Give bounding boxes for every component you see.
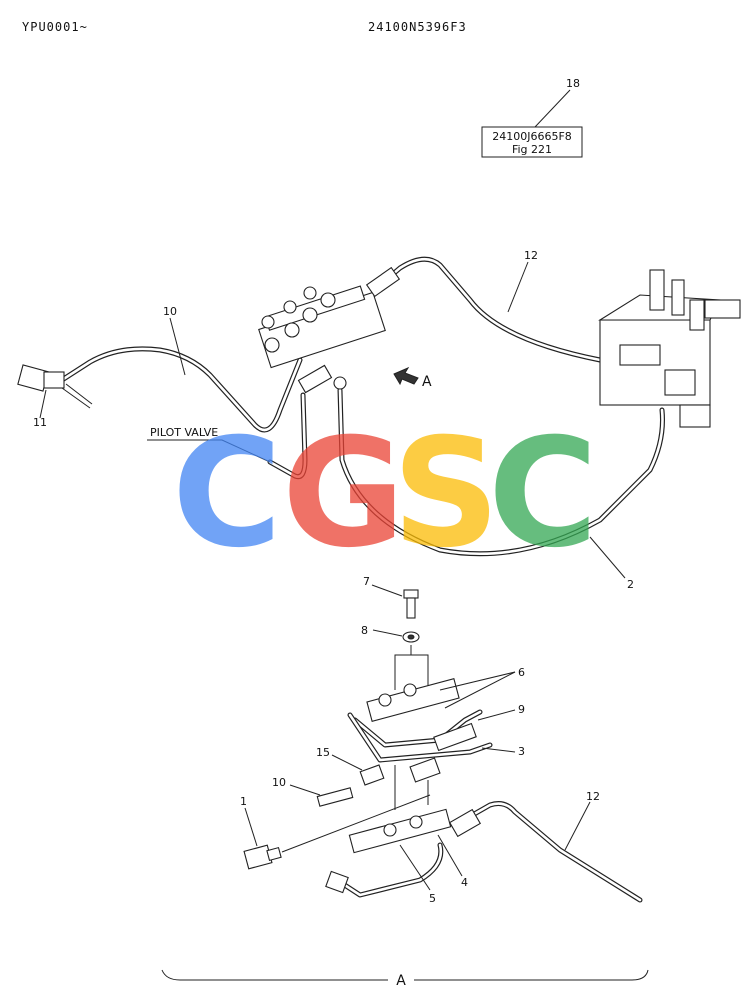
callout-12-lower: 12 [586,790,600,803]
ref-code: 24100J6665F8 [492,130,572,143]
watermark: C G S C [172,407,598,581]
callout-18: 18 [566,77,580,90]
upper-assembly: A PILOT VALVE 12 10 11 2 [17,249,741,591]
watermark-letter-c1: C [172,407,282,581]
callout-7: 7 [363,575,370,588]
callout-12-upper: 12 [524,249,538,262]
reference-box: 24100J6665F8 Fig 221 18 [481,77,583,158]
callout-6: 6 [518,666,525,679]
callout-4: 4 [461,876,468,889]
watermark-letter-s: S [392,407,500,581]
watermark-letter-c2: C [488,407,598,581]
view-arrow-label: A [422,374,432,390]
callout-2: 2 [627,578,634,591]
callout-15: 15 [316,746,330,759]
watermark-letter-g: G [282,407,405,581]
serial-range: YPU0001~ [22,20,88,34]
callout-1: 1 [240,795,247,808]
drawing-code: 24100N5396F3 [368,20,467,34]
view-a-bottom-label: A [396,973,406,989]
callout-9: 9 [518,703,525,716]
ref-fig: Fig 221 [512,143,552,156]
callout-5: 5 [429,892,436,905]
callout-10-upper: 10 [163,305,177,318]
callout-11: 11 [33,416,47,429]
exploded-view-a: 7 8 6 9 3 15 10 [240,575,643,905]
callout-3: 3 [518,745,525,758]
callout-10-lower: 10 [272,776,286,789]
callout-8: 8 [361,624,368,637]
view-a-brace: A [161,969,649,989]
pilot-valve-label: PILOT VALVE [150,426,218,439]
